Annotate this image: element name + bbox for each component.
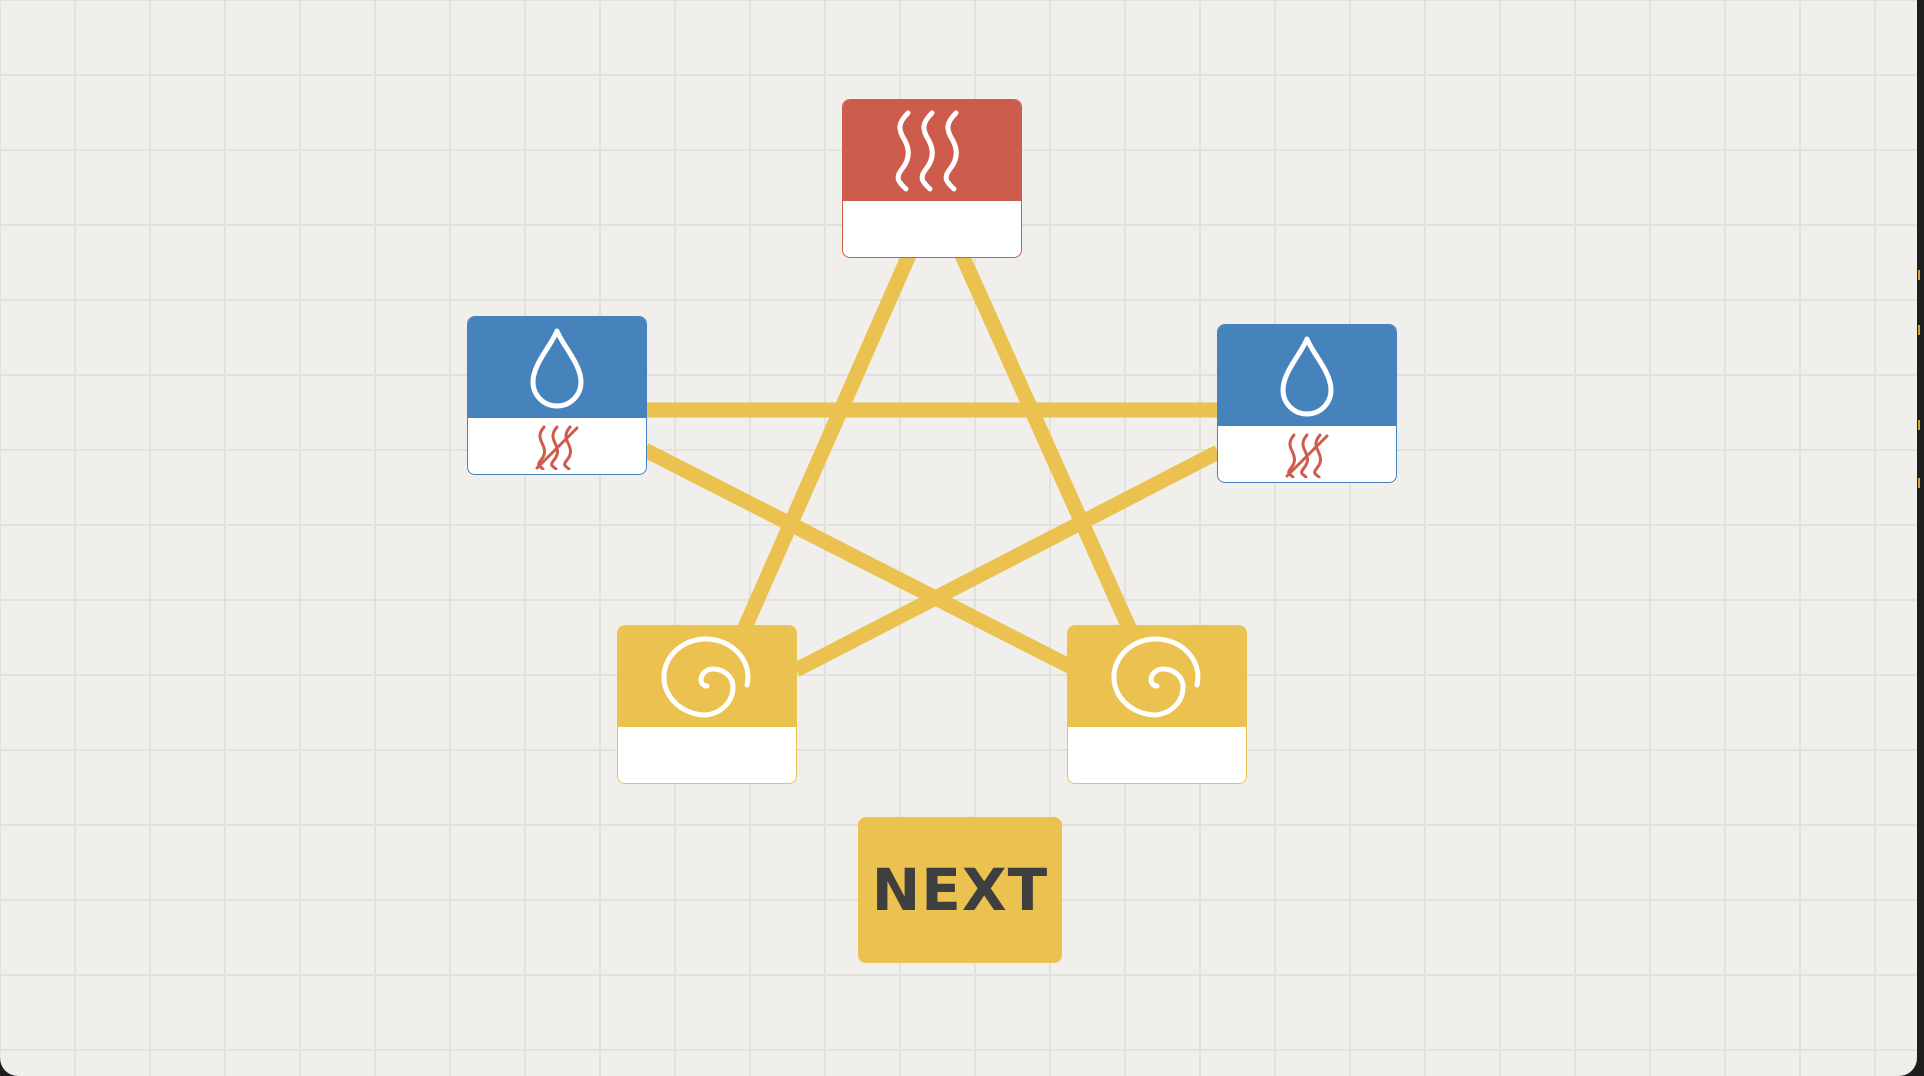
link-water-right-wind-left — [792, 445, 1222, 677]
node-heat-header — [843, 100, 1021, 201]
link-water-left-wind-right — [641, 443, 1075, 674]
node-heat-weakness-slot — [843, 201, 1021, 257]
no-heat-icon — [535, 425, 579, 470]
node-water-left[interactable] — [467, 316, 647, 475]
node-water-left-header — [468, 317, 646, 418]
node-wind-left-weakness-slot — [618, 727, 796, 783]
heat-waves-icon — [895, 110, 959, 191]
link-heat-wind-right — [954, 249, 1138, 636]
node-water-right-header — [1218, 325, 1396, 426]
node-heat[interactable] — [842, 99, 1022, 258]
window-edge-strip — [1917, 0, 1924, 1076]
wind-spiral-icon — [1111, 636, 1201, 718]
next-button[interactable]: NEXT — [858, 817, 1062, 963]
edge-mark — [1918, 325, 1923, 335]
edge-mark — [1918, 270, 1923, 280]
water-drop-icon — [1280, 336, 1334, 416]
node-water-right-weakness-slot — [1218, 426, 1396, 482]
node-wind-left[interactable] — [617, 625, 797, 784]
no-heat-icon — [1285, 433, 1329, 478]
link-heat-wind-left — [736, 249, 917, 636]
node-wind-right[interactable] — [1067, 625, 1247, 784]
node-water-right[interactable] — [1217, 324, 1397, 483]
node-wind-left-header — [618, 626, 796, 727]
edge-mark — [1918, 420, 1923, 430]
wind-spiral-icon — [661, 636, 751, 718]
node-water-left-weakness-slot — [468, 418, 646, 474]
water-drop-icon — [530, 328, 584, 408]
node-wind-right-header — [1068, 626, 1246, 727]
node-wind-right-weakness-slot — [1068, 727, 1246, 783]
edge-mark — [1918, 478, 1923, 488]
